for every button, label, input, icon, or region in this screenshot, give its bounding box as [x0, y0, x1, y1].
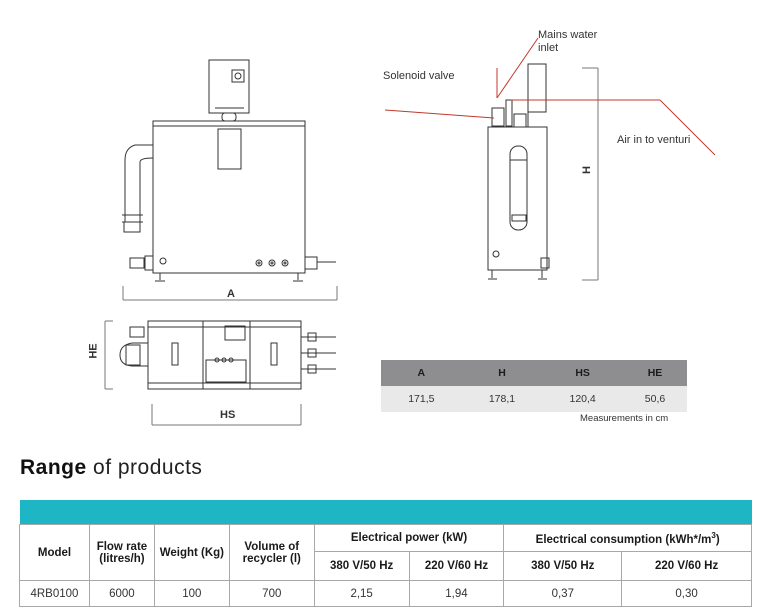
- products-header-row-1: Model Flow rate (litres/h) Weight (Kg) V…: [19, 524, 752, 581]
- side-duct: [124, 144, 154, 223]
- front-main-body: [152, 120, 306, 274]
- front-panel-window: [217, 128, 242, 170]
- dim-header-h: H: [461, 360, 543, 386]
- dimension-h-label: H: [580, 166, 593, 174]
- dimensions-table: A H HS HE 171,5 178,1 120,4 50,6: [381, 360, 687, 412]
- range-heading-rest: of products: [86, 456, 203, 479]
- header-weight: Weight (Kg): [153, 524, 230, 581]
- mains-water-callout-line2: inlet: [538, 42, 559, 54]
- table-row: 4RB0100 6000 100 700 2,15 1,94 0,37 0,30: [19, 580, 752, 607]
- technical-drawings: [104, 37, 716, 426]
- cell-model: 4RB0100: [19, 580, 90, 607]
- header-electrical-consumption: Electrical consumption (kWh*/m3): [503, 524, 752, 552]
- range-heading: Range of products: [20, 456, 202, 480]
- cell-consumption-380: 0,37: [503, 580, 623, 607]
- products-table: Model Flow rate (litres/h) Weight (Kg) V…: [19, 500, 752, 607]
- top-control-box: [208, 59, 250, 114]
- header-power-220: 220 V/60 Hz: [408, 551, 505, 581]
- plan-view-drawing: [104, 320, 336, 426]
- dimensions-header-row: A H HS HE: [381, 360, 687, 386]
- top-box-window: [231, 69, 245, 83]
- cell-consumption-220: 0,30: [621, 580, 752, 607]
- header-power-380: 380 V/50 Hz: [313, 551, 410, 581]
- dim-value-he: 50,6: [622, 386, 687, 412]
- range-heading-bold: Range: [20, 456, 87, 479]
- side-main-body: [487, 126, 548, 271]
- side-view-drawing: [487, 63, 599, 281]
- solenoid-valve-part: [491, 107, 505, 127]
- header-flow-rate: Flow rate (litres/h): [88, 524, 155, 581]
- dim-value-a: 171,5: [381, 386, 462, 412]
- dim-header-hs: HS: [542, 360, 623, 386]
- solenoid-valve-callout: Solenoid valve: [383, 70, 455, 82]
- mains-water-callout-line1: Mains water: [538, 29, 598, 41]
- cell-volume: 700: [228, 580, 315, 607]
- mains-water-box: [527, 63, 547, 113]
- dim-value-hs: 120,4: [542, 386, 623, 412]
- dimension-he-label: HE: [87, 343, 100, 359]
- dim-header-he: HE: [622, 360, 687, 386]
- header-consumption-220: 220 V/60 Hz: [621, 551, 752, 581]
- header-model: Model: [19, 524, 90, 581]
- dimension-a-label: A: [227, 288, 235, 300]
- cell-weight: 100: [153, 580, 230, 607]
- cell-power-220: 1,94: [408, 580, 505, 607]
- dimensions-value-row: 171,5 178,1 120,4 50,6: [381, 386, 687, 412]
- plan-main-body: [147, 320, 302, 390]
- cell-flow-rate: 6000: [88, 580, 155, 607]
- dim-value-h: 178,1: [461, 386, 543, 412]
- products-header-row-2: 380 V/50 Hz 220 V/60 Hz 380 V/50 Hz 220 …: [20, 551, 752, 581]
- dim-header-a: A: [381, 360, 462, 386]
- callout-lines: [384, 37, 716, 156]
- header-electrical-power: Electrical power (kW): [313, 524, 505, 552]
- header-volume: Volume of recycler (l): [228, 524, 315, 581]
- front-view-drawing: [122, 59, 338, 301]
- header-consumption-380: 380 V/50 Hz: [503, 551, 623, 581]
- cell-power-380: 2,15: [313, 580, 410, 607]
- table-color-band: [19, 500, 752, 525]
- measurements-note: Measurements in cm: [580, 413, 669, 424]
- dimension-hs-label: HS: [220, 409, 236, 421]
- air-in-callout: Air in to venturi: [617, 134, 691, 146]
